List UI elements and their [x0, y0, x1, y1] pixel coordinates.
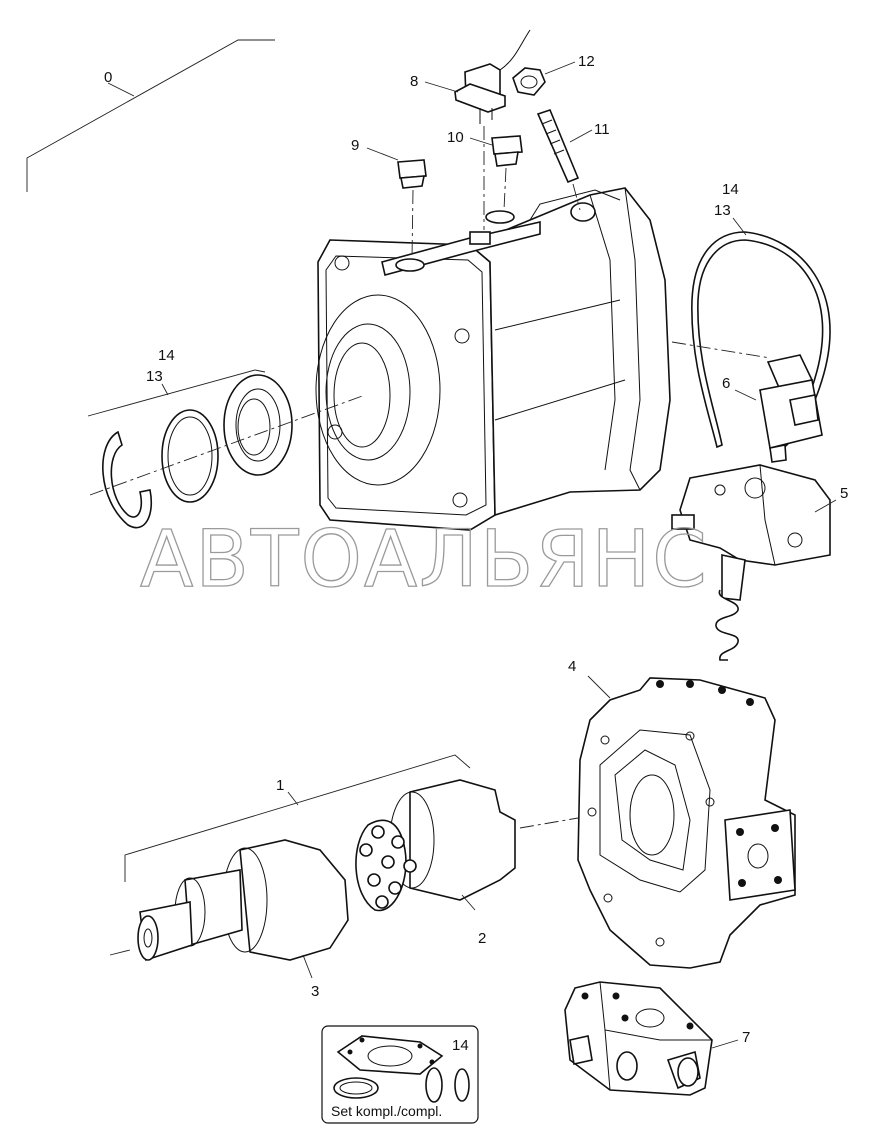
callout-2: 2 [478, 930, 486, 947]
callout-12: 12 [578, 53, 595, 70]
callout-6: 6 [722, 375, 730, 392]
callout-7: 7 [742, 1029, 750, 1046]
callout-8: 8 [410, 73, 418, 90]
callout-0: 0 [104, 69, 112, 86]
seal-ring-right [671, 231, 831, 451]
control-valve-5 [671, 464, 831, 661]
seal-set-left [87, 369, 366, 529]
callout-14-right: 14 [722, 181, 739, 198]
stud-11 [536, 109, 581, 211]
port-plate-4 [519, 677, 796, 969]
callout-4: 4 [568, 658, 576, 675]
plug-9 [397, 159, 427, 259]
sensor-8 [454, 29, 531, 230]
callout-1: 1 [276, 777, 284, 794]
callout-5: 5 [840, 485, 848, 502]
callout-13-left: 13 [146, 368, 163, 385]
main-housing [315, 187, 671, 531]
drive-shaft-3 [109, 839, 349, 962]
plug-10 [491, 135, 523, 211]
callout-14-left: 14 [158, 347, 175, 364]
valve-block-7 [564, 981, 713, 1096]
group-1-bracket [124, 754, 471, 882]
solenoid-6 [759, 354, 823, 463]
cylinder-block-2 [355, 779, 516, 912]
nut-12 [512, 67, 546, 96]
callout-labels: 0 1 2 3 4 5 6 7 8 9 10 11 12 14 13 14 13… [104, 53, 848, 1119]
callout-11: 11 [594, 121, 610, 138]
watermark: АВТОАЛЬЯНС [140, 515, 709, 605]
callout-9: 9 [351, 137, 359, 154]
callout-13-right: 13 [714, 202, 731, 219]
kit-box-label: Set kompl./compl. [331, 1103, 442, 1119]
group-0-bracket [26, 39, 275, 192]
callout-14-kit: 14 [452, 1037, 469, 1054]
gasket-kit-box [321, 1025, 479, 1124]
callout-leaders [161, 61, 837, 1049]
callout-3: 3 [311, 983, 319, 1000]
callout-10: 10 [447, 129, 464, 146]
